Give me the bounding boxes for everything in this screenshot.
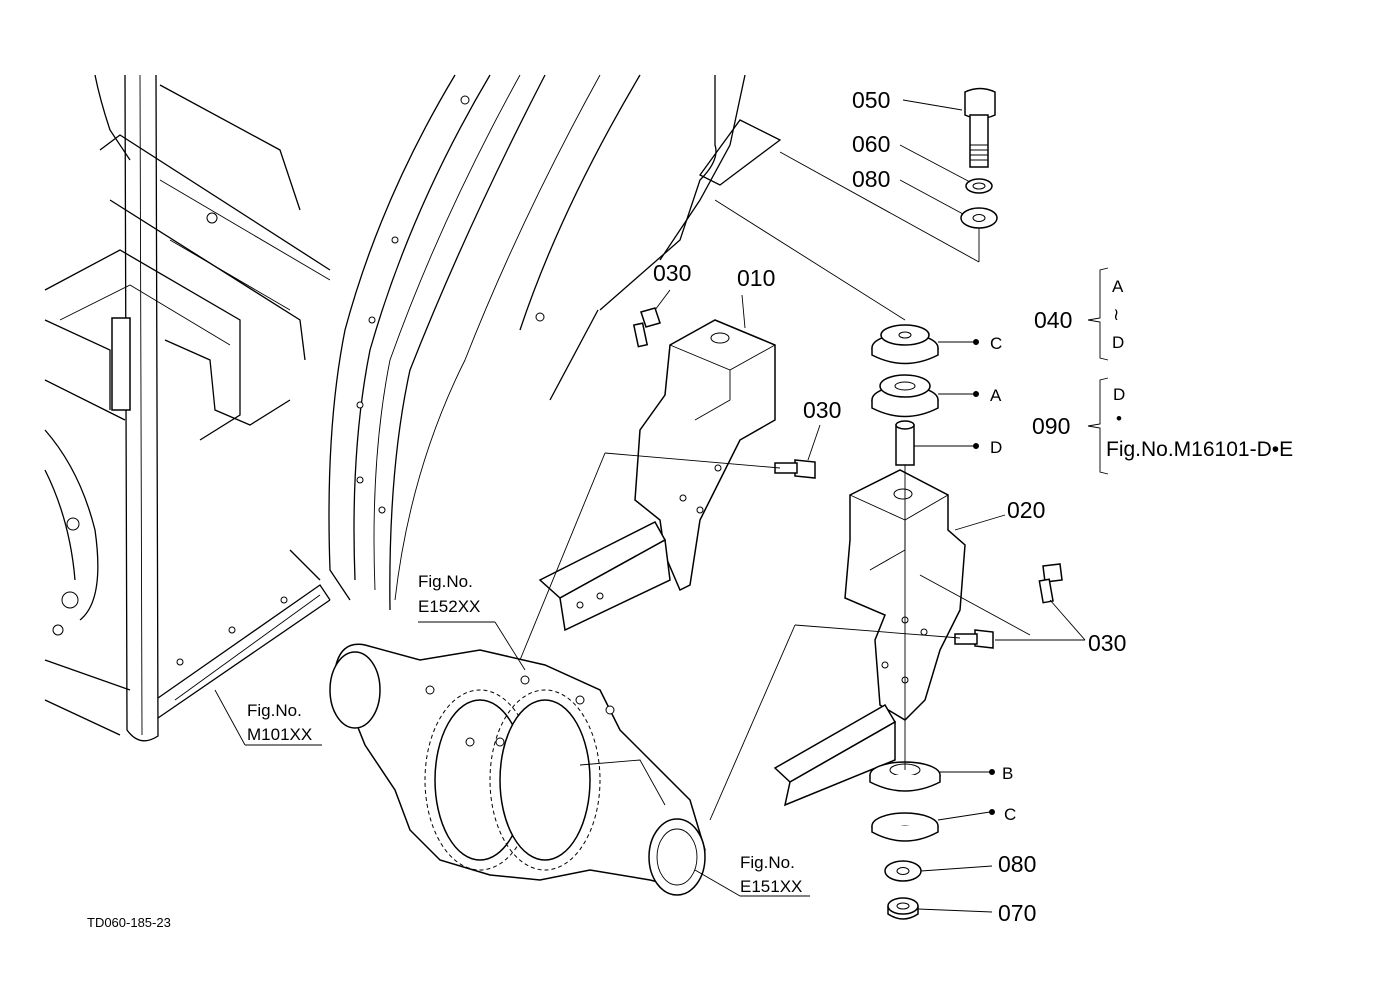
fig-ref-e151-line1: Fig.No. (740, 853, 795, 872)
fig-ref-e152-line2: E152XX (418, 597, 480, 616)
washer-080-top (960, 207, 998, 229)
callout-030-mid: 030 (803, 397, 841, 423)
nut-070 (887, 897, 919, 920)
variant-label-top-c: C (990, 334, 1002, 353)
diagram-code: TD060-185-23 (87, 915, 171, 930)
group-040-from: A (1112, 277, 1124, 296)
cushion-bottom-c (871, 812, 939, 842)
bracket-020 (773, 469, 966, 807)
group-040-tilde: ≀ (1113, 305, 1119, 324)
bolt-050 (964, 87, 996, 168)
callout-040: 040 (1034, 307, 1072, 333)
group-090-dot: • (1116, 409, 1122, 428)
fig-ref-e151-line2: E151XX (740, 877, 802, 896)
cushion-top-c (871, 324, 939, 365)
variant-label-top-a: A (990, 386, 1002, 405)
bolt-030-right-upper (1038, 563, 1063, 604)
callout-060: 060 (852, 131, 890, 157)
collar-d (895, 420, 915, 466)
callout-050: 050 (852, 87, 890, 113)
fig-ref-e152-line1: Fig.No. (418, 572, 473, 591)
bolt-030-right-lower (954, 629, 994, 649)
callout-010: 010 (737, 265, 775, 291)
axle-housing (329, 643, 706, 896)
callout-080-top: 080 (852, 166, 890, 192)
cushion-top-a (871, 374, 939, 418)
callout-020: 020 (1007, 497, 1045, 523)
fig-ref-m101-line1: Fig.No. (247, 701, 302, 720)
washer-080-bottom (884, 860, 922, 882)
leader-lines (214, 99, 1109, 913)
lock-washer-060 (965, 178, 993, 194)
fig-ref-m101-line2: M101XX (247, 725, 312, 744)
callout-070: 070 (998, 900, 1036, 926)
variant-label-bottom-c: C (1004, 805, 1016, 824)
callout-090: 090 (1032, 413, 1070, 439)
group-090-from: D (1113, 385, 1125, 404)
bracket-010 (538, 319, 776, 632)
bolt-030-upper (632, 307, 661, 348)
group-090-fig-ref: Fig.No.M16101-D•E (1106, 438, 1293, 461)
tractor-frame-linework (44, 74, 782, 742)
callout-030-right: 030 (1088, 630, 1126, 656)
variant-label-bottom-b: B (1002, 764, 1013, 783)
variant-label-collar-d: D (990, 438, 1002, 457)
bolt-030-mid (774, 459, 816, 479)
group-040-to: D (1112, 333, 1124, 352)
callout-030-upper: 030 (653, 260, 691, 286)
callout-080-bottom: 080 (998, 851, 1036, 877)
variant-dots (973, 339, 995, 815)
